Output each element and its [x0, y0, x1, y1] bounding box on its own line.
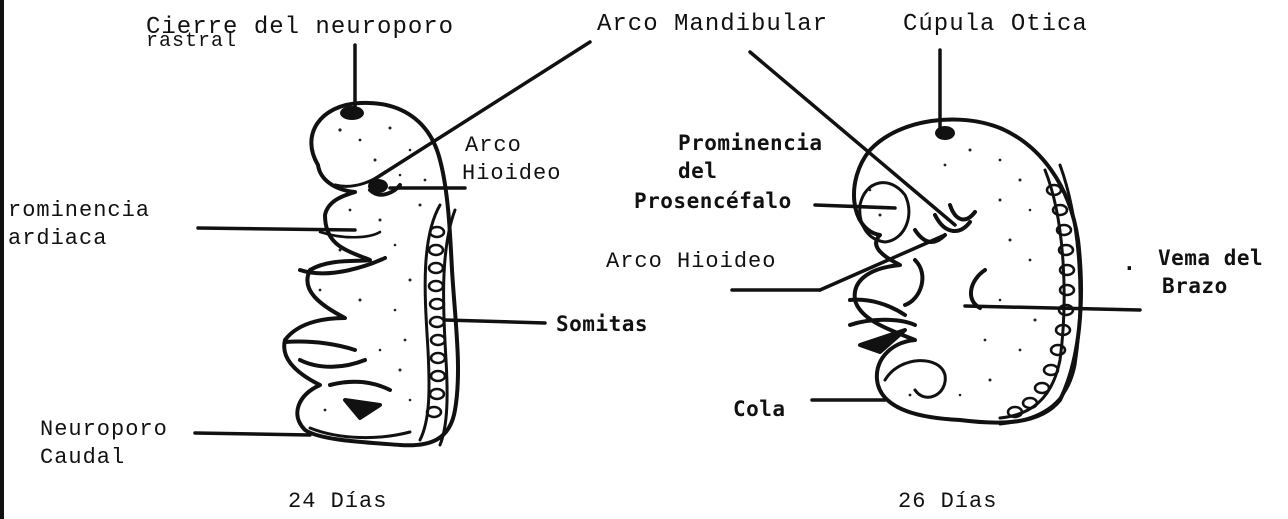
- label-prominencia-prosencefalo-1: Prominencia: [678, 132, 823, 154]
- label-arco-mandibular: Arco Mandibular: [597, 14, 828, 36]
- label-cupula-otica: Cúpula Otica: [903, 14, 1088, 36]
- label-prominencia-prosencefalo-3: Prosencéfalo: [634, 190, 792, 212]
- otic-spot: [935, 126, 955, 140]
- label-somitas: Somitas: [556, 313, 648, 335]
- label-prominencia-cardiaca-2: ardiaca: [8, 228, 107, 250]
- leader-lines: [195, 42, 1140, 435]
- label-arco-hioideo-left-1: Arco: [465, 135, 522, 157]
- label-prominencia-cardiaca-1: rominencia: [8, 200, 150, 222]
- label-prominencia-prosencefalo-2: del: [678, 160, 717, 182]
- label-cola: Cola: [733, 398, 786, 420]
- label-vema-del-brazo-2: Brazo: [1162, 275, 1228, 297]
- label-arco-hioideo-left-2: Hioideo: [462, 163, 561, 185]
- caption-26-dias: 26 Días: [898, 491, 997, 513]
- label-neuroporo-caudal-1: Neuroporo: [40, 419, 168, 441]
- embryo-24-days: [284, 103, 458, 445]
- label-neuroporo-caudal-2: Caudal: [40, 447, 125, 469]
- label-cierre-neuroporo-line2: rastral: [146, 31, 237, 53]
- caption-24-dias: 24 Días: [288, 491, 387, 513]
- neuropore-spot: [340, 106, 364, 120]
- label-vema-del-brazo-1: Vema del: [1158, 247, 1263, 269]
- bullet-dot: .: [1123, 252, 1136, 274]
- label-arco-hioideo-right: Arco Hioideo: [606, 251, 776, 273]
